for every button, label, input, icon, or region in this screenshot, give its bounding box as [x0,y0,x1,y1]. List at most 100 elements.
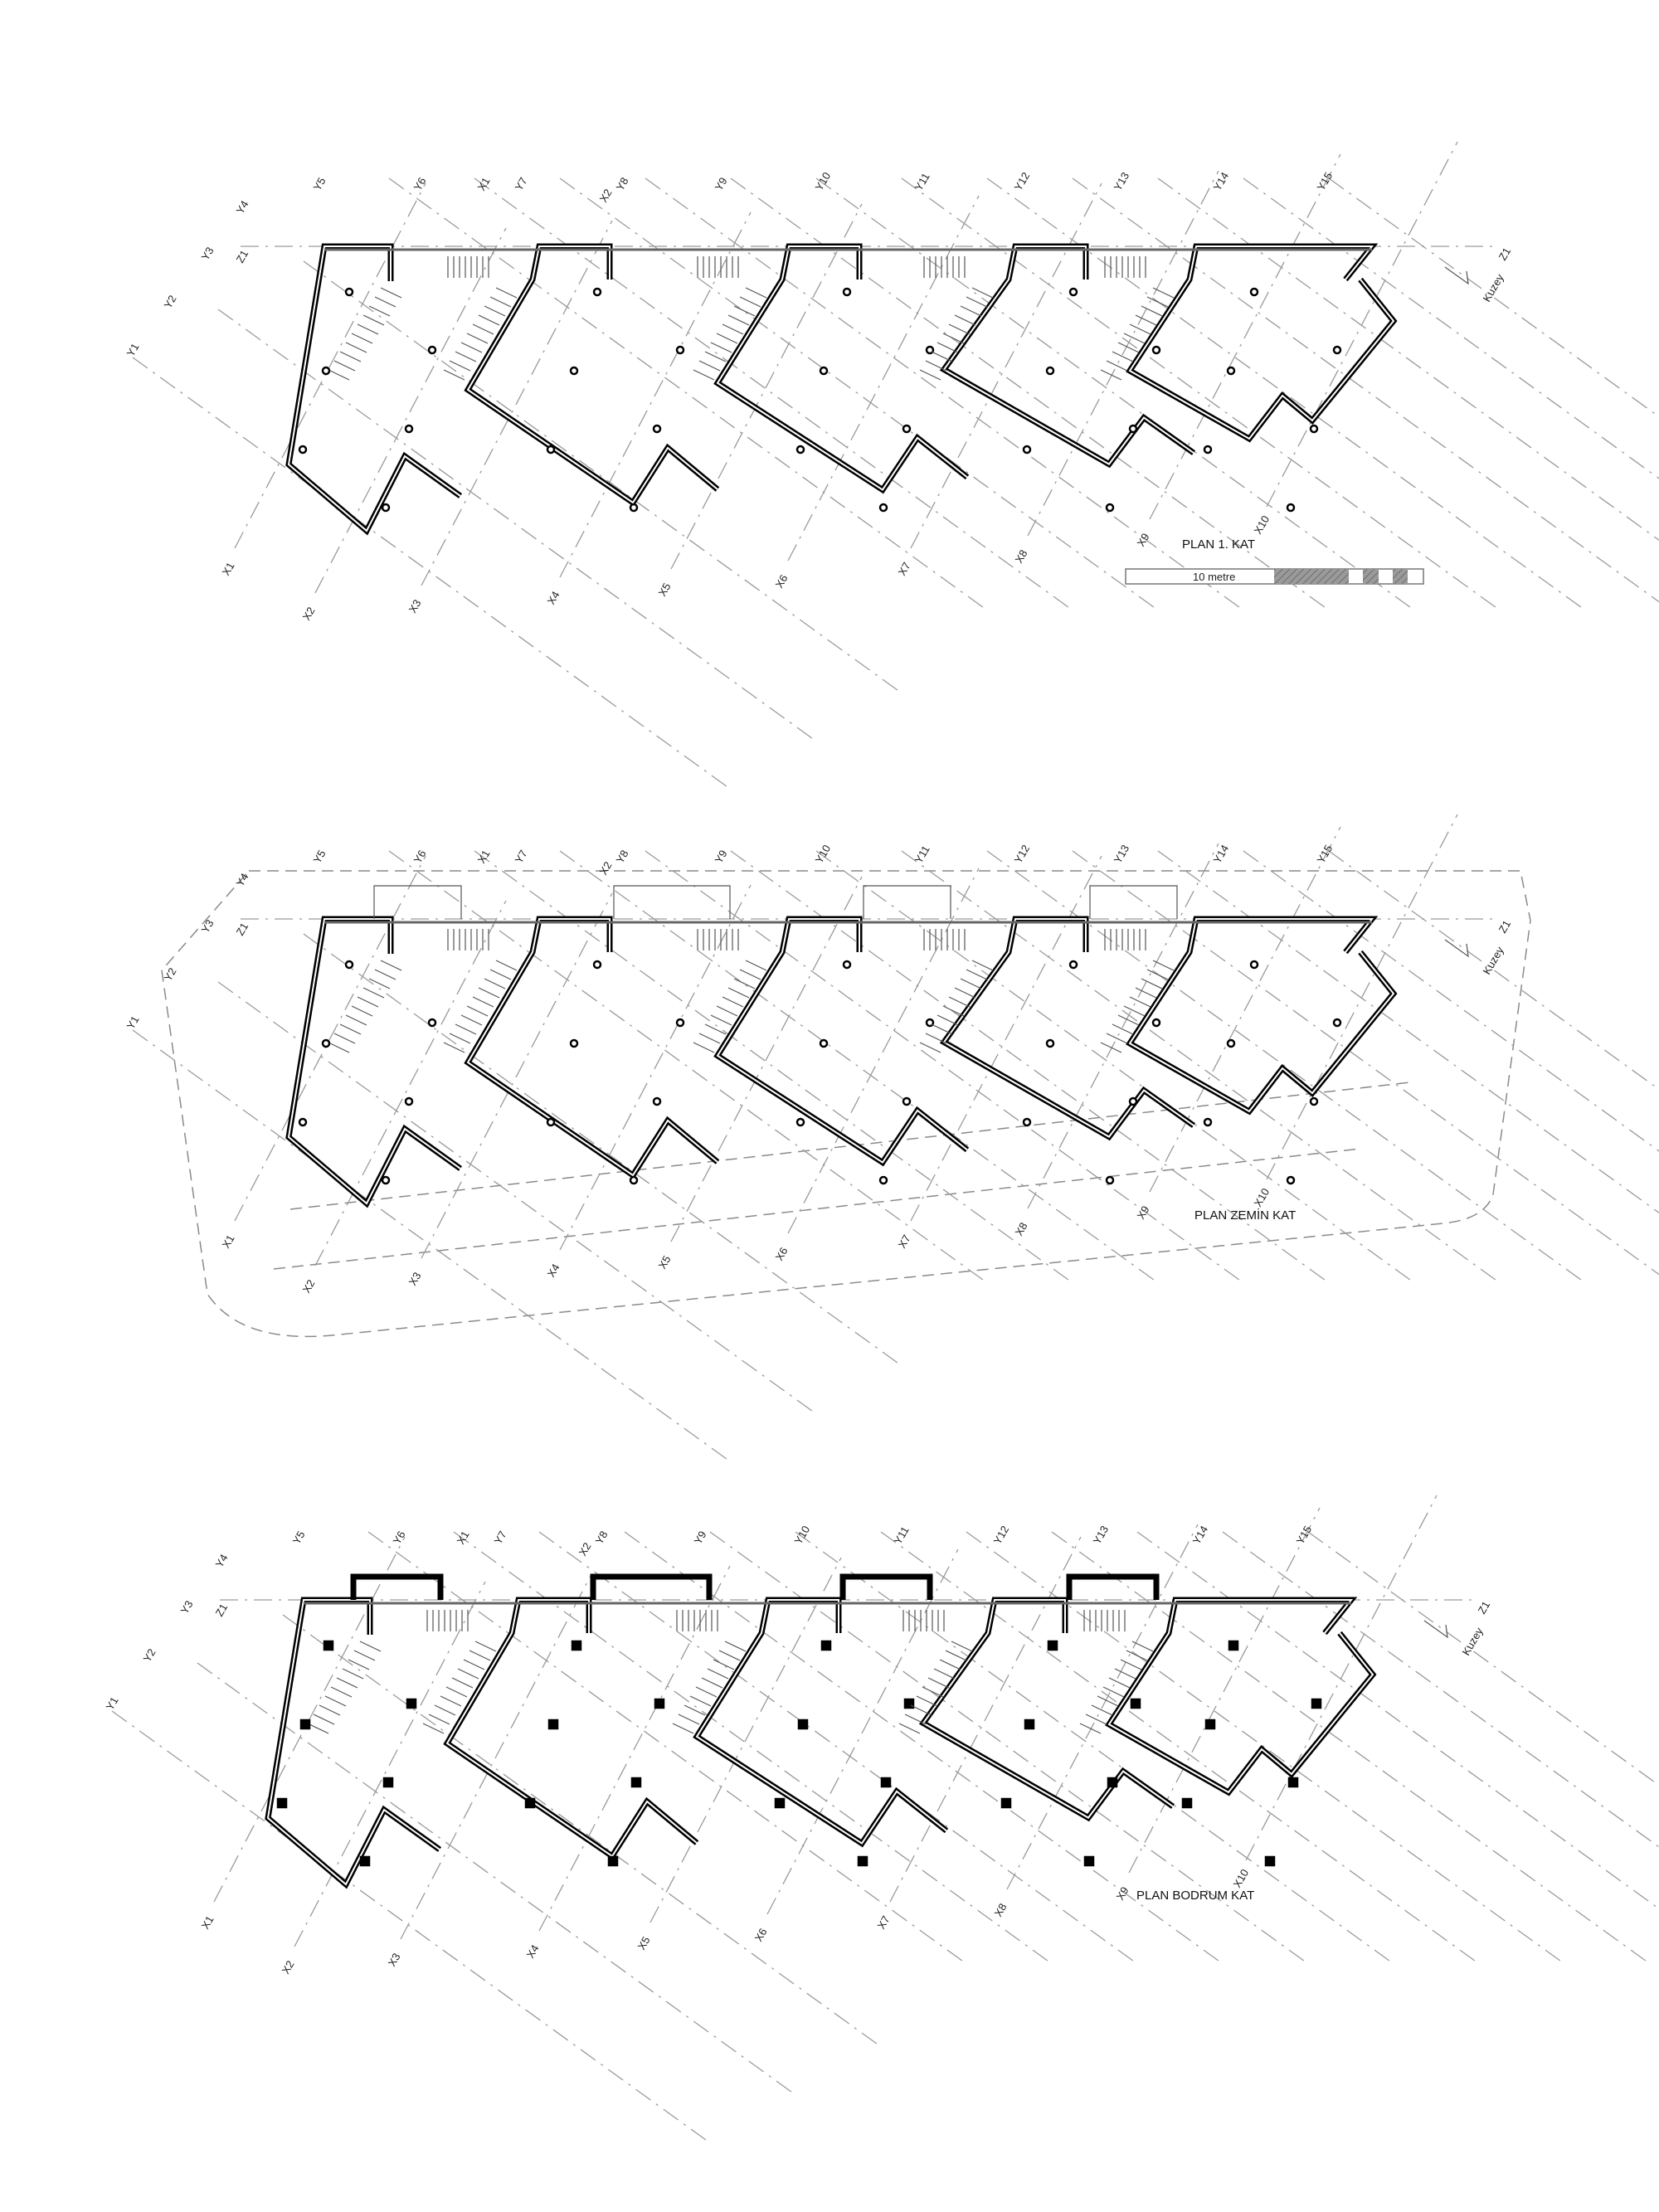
dwelling-unit [898,1573,1175,1867]
north-arrow-icon [1423,1620,1448,1639]
grid-label-y: Y1 [104,1694,121,1712]
grid-label-x: X6 [752,1926,770,1943]
column [675,345,685,355]
column [1287,1777,1299,1788]
column [524,1797,536,1809]
column [298,1117,308,1127]
grid-label-y: Y5 [311,848,328,865]
grid-label-y: Y15 [1315,843,1335,866]
dwelling-unit [1100,916,1398,1185]
entrance-canopy [613,885,731,919]
scale-bar-segment [1393,569,1408,584]
staircase [693,256,767,381]
column [1068,960,1078,970]
dwelling-unit [919,885,1196,1185]
column [1309,1096,1319,1106]
dwelling-unit [919,243,1196,513]
wall-core [466,918,718,1177]
column [1286,1175,1296,1185]
grid-line-x [1245,1495,1438,1861]
grid-label-z: Z1 [1496,246,1514,263]
grid-label-x: X5 [635,1934,653,1952]
grid-label-y: Y14 [1211,170,1232,193]
staircase [693,929,767,1053]
column [842,960,852,970]
exterior-wall [1126,243,1398,443]
exterior-wall [918,1597,1175,1822]
column [1045,366,1055,376]
staircase [919,256,994,381]
grid-label-y: Y3 [199,245,216,262]
wall-core [695,1599,947,1845]
column [797,1719,809,1730]
grid-label-y: Y1 [124,341,142,358]
grid-label-y: Y4 [234,198,251,216]
column [1130,1698,1141,1709]
grid-line-y [645,177,1243,610]
grid-label-x: X10 [1252,513,1272,537]
column [546,445,556,455]
grid-label-x: X8 [1013,547,1030,565]
column [547,1719,559,1730]
column [406,1698,417,1709]
grid-label-x-top: X1 [475,175,493,192]
grid-line-x [314,900,507,1266]
staircase [443,929,518,1053]
grid-line-y [966,1531,1564,1964]
grid-line-y [624,1531,1223,1964]
column [820,1640,832,1651]
grid-label-y: Y7 [513,848,530,865]
grid-line-y [132,1029,731,1462]
column [1068,287,1078,297]
grid-line-y [217,309,816,741]
plan-title-ground-floor: PLAN ZEMİN KAT [1194,1208,1296,1223]
grid-line-x [1128,1507,1321,1874]
column [1311,1698,1322,1709]
grid-label-x-top: X2 [597,187,615,204]
grid-line-y [474,177,1073,610]
grid-label-y: Y6 [411,848,429,865]
dwelling-unit [285,243,463,536]
wall-core [445,1599,698,1858]
plan-title-first-floor: PLAN 1. KAT [1182,537,1255,552]
wall-core [1128,918,1395,1113]
column [774,1797,786,1809]
column [323,1640,334,1651]
column [1083,1855,1095,1867]
grid-line-x [910,855,1102,1222]
column [629,503,639,513]
staircase [328,287,402,381]
grid-line-y [1307,1531,1659,1787]
exterior-wall [713,243,970,494]
entrance-canopy [863,885,951,919]
column [1203,445,1213,455]
grid-label-y: Y7 [513,175,530,192]
exterior-wall [443,1597,699,1860]
wall-core [942,246,1194,465]
grid-line-x [1149,826,1341,1193]
exterior-wall [285,916,463,1208]
staircase [672,1610,747,1734]
grid-line-y [303,260,902,693]
column [1249,287,1259,297]
dwelling-unit [265,1573,444,1889]
exterior-wall [693,1597,949,1848]
scale-bar-segment [1363,569,1379,584]
grid-label-z: Z1 [234,248,251,265]
grid-label-x: X4 [545,1262,562,1279]
exterior-wall [939,243,1196,469]
grid-label-x: X3 [406,1270,424,1287]
grid-label-x: X10 [1252,1186,1272,1209]
grid-label-y: Y2 [162,965,179,983]
grid-line-x [1006,1524,1199,1890]
grid-label-x: X3 [406,597,424,615]
service-room [1066,1573,1160,1600]
column [569,1038,579,1048]
column [427,345,437,355]
wall-core [1128,246,1395,440]
column [1024,1719,1035,1730]
grid-line-y [901,177,1500,610]
grid-label-y: Y6 [391,1529,408,1546]
column [1228,1640,1239,1651]
